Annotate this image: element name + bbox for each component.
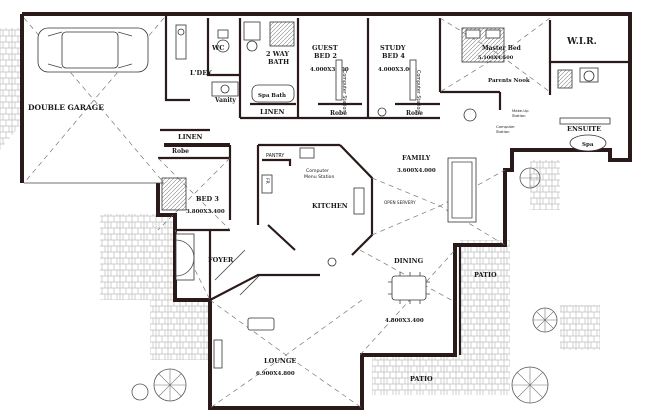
makeup-station-label-2: Station [512, 113, 526, 118]
bed3-size: 3.800X3.400 [186, 209, 225, 215]
guest-bed-label-1: GUEST [312, 44, 338, 52]
robe-bed3-label: Robe [172, 148, 189, 155]
computer-station-small-label: Computer [496, 124, 515, 129]
robe-guest-label: Robe [330, 110, 347, 117]
computer-station-label: Computer Station [415, 70, 421, 112]
pantry-label: PANTRY [266, 153, 284, 159]
tree-icon [511, 366, 549, 404]
spa-icon [569, 134, 607, 152]
wc-label: WC [211, 44, 224, 52]
tree-icon [532, 307, 558, 333]
wir-label: W.I.R. [566, 37, 597, 47]
bathroom: 2 WAY BATH Spa Bath LINEN [243, 21, 295, 116]
family-room: FAMILY 3.600X4.000 OPEN SERVERY [371, 154, 506, 246]
garage: DOUBLE GARAGE [23, 17, 165, 184]
guest-bed-label-2: BED 2 [314, 52, 337, 60]
garage-label: DOUBLE GARAGE [28, 103, 104, 112]
study-bed-size: 4.000X3.000 [378, 67, 417, 73]
computer-station-small-label-2: Station [496, 129, 510, 134]
toilet-icon [583, 70, 595, 82]
makeup-station-label: Make-Up [512, 108, 529, 113]
dining-label: DINING [394, 257, 424, 265]
master-bed-size: 5.100X4.500 [478, 55, 514, 61]
robe-study-label: Robe [406, 110, 423, 117]
tree-icon [153, 368, 187, 402]
foyer-label: FOYER [208, 256, 234, 264]
family-size: 3.600X4.000 [397, 168, 436, 174]
bath-label-1: 2 WAY [266, 50, 289, 58]
spa-bath-label: Spa Bath [258, 93, 286, 99]
lounge-label: LOUNGE [264, 357, 296, 365]
tree-icon [519, 167, 541, 189]
study-bedroom: STUDY BED 4 4.000X3.000 Computer Station… [377, 44, 423, 117]
toilet-icon [246, 40, 258, 52]
computer-menu-station-label: Computer [306, 168, 329, 174]
laundry-label: L'DEY [190, 69, 212, 77]
lounge: LOUNGE 6.900X4.800 [209, 273, 363, 409]
ensuite-label: ENSUITE [567, 125, 601, 133]
computer-menu-station-label-2: Menu Station [304, 174, 334, 180]
parents-nook-label: Parents Nook [488, 78, 530, 84]
vanity-label: Vanity [214, 97, 236, 104]
computer-station-label: Computer Station [341, 70, 347, 112]
master-bed-label: Master Bed [482, 45, 522, 52]
sofa-icon [247, 317, 275, 331]
laundry-area: L'DEY WC Vanity [175, 24, 239, 104]
study-bed-label-1: STUDY [380, 44, 406, 52]
family-label: FAMILY [402, 154, 431, 162]
lounge-size: 6.900X4.800 [256, 371, 295, 377]
toilet-icon [216, 39, 230, 53]
fridge-label: FR [264, 178, 270, 184]
bedroom-3: LINEN Robe BED 3 3.800X3.400 [157, 133, 231, 231]
patio-bottom-label: PATIO [410, 375, 433, 383]
linen-top-label: LINEN [260, 108, 285, 116]
patio-right-label: PATIO [474, 271, 497, 279]
open-servery-label: OPEN SERVERY [384, 200, 416, 205]
kitchen: PANTRY FR Computer Menu Station KITCHEN [261, 144, 374, 267]
spa-label: Spa [582, 142, 594, 148]
interior-walls [158, 14, 630, 232]
table-icon [447, 157, 477, 223]
linen-mid-label: LINEN [178, 133, 203, 141]
dining-table-icon [391, 275, 427, 301]
tree-icon [131, 383, 149, 401]
spa-bath-icon [251, 84, 295, 103]
guest-bed-size: 4.000X3.000 [310, 67, 349, 73]
dining-room: DINING 4.800X3.400 [359, 249, 456, 356]
kitchen-label: KITCHEN [312, 202, 348, 210]
foyer: FOYER [174, 229, 261, 301]
master-suite: Master Bed 5.100X4.500 Parents Nook W.I.… [439, 17, 611, 152]
patio-bottom: PATIO [410, 375, 433, 383]
bed-icon [161, 177, 187, 211]
dining-size: 4.800X3.400 [385, 318, 424, 324]
bed3-label: BED 3 [196, 195, 219, 203]
bath-label-2: BATH [268, 58, 289, 66]
study-bed-label-2: BED 4 [382, 52, 405, 60]
patio-right: PATIO [455, 243, 497, 355]
guest-bedroom: GUEST BED 2 4.000X3.000 Computer Station… [310, 44, 349, 117]
